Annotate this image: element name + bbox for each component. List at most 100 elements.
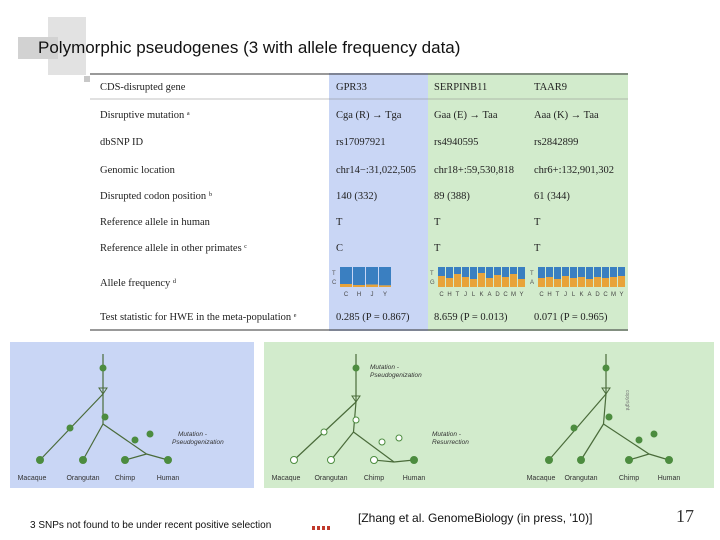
population-label: T	[456, 292, 460, 298]
population-label: A	[487, 292, 491, 298]
tree-node	[602, 364, 610, 372]
freq-bar-minor	[462, 277, 469, 287]
row-label-allele-freq: Allele frequency ᵈ	[100, 278, 177, 289]
tree-leaf-node	[290, 456, 298, 464]
cell-dbsnp-3: rs2842899	[534, 137, 579, 148]
population-label: L	[572, 292, 576, 298]
freq-bar-major	[353, 267, 365, 285]
allele-label: T	[430, 271, 434, 277]
freq-bar-major	[586, 267, 593, 279]
freq-bar-minor	[518, 279, 525, 287]
tree-node	[650, 430, 658, 438]
freq-bar-major	[562, 267, 569, 276]
cell-ref-primates-1: C	[336, 243, 344, 254]
population-label: C	[344, 292, 349, 298]
row-label-ref-primates: Reference allele in other primates ᶜ	[100, 243, 247, 254]
freq-bar-major	[518, 267, 525, 279]
tree-node	[146, 430, 154, 438]
tree-annotation: Pseudogenization	[172, 439, 224, 446]
tree-branch	[602, 393, 607, 425]
tree-node	[66, 424, 74, 432]
population-label: D	[595, 292, 600, 298]
freq-bar-major	[570, 267, 577, 278]
population-label: J	[564, 292, 567, 298]
freq-bar-minor	[546, 277, 553, 287]
freq-bar-major	[438, 267, 445, 276]
table-background	[90, 73, 628, 331]
page-number: 17	[676, 506, 694, 526]
footer-note: 3 SNPs not found to be under recent posi…	[30, 520, 272, 531]
population-label: Y	[519, 292, 523, 298]
freq-bar-major	[340, 267, 352, 284]
tree-leaf-node	[665, 456, 673, 464]
population-label: L	[472, 292, 476, 298]
cell-codon-3: 61 (344)	[534, 191, 570, 202]
freq-bar-minor	[486, 278, 493, 287]
freq-bar-major	[594, 267, 601, 277]
tree-node	[320, 428, 328, 436]
tree-branch	[603, 423, 650, 455]
freq-bar-major	[379, 267, 391, 286]
tree-branch	[102, 423, 147, 455]
decor-block-3	[84, 76, 90, 82]
population-label: Y	[383, 292, 387, 298]
tree-split-marker	[601, 387, 611, 395]
cell-dbsnp-2: rs4940595	[434, 137, 479, 148]
cell-codon-2: 89 (388)	[434, 191, 470, 202]
tree-split-marker	[98, 387, 108, 395]
tree-annotation: Mutation -	[432, 431, 462, 438]
tree-leaf-node	[577, 456, 585, 464]
freq-bar-minor	[554, 279, 561, 287]
cell-ref-primates-2: T	[434, 243, 441, 254]
species-label: Orangutan	[564, 475, 597, 482]
allele-label: A	[530, 280, 534, 286]
freq-bar-major	[454, 267, 461, 274]
freq-bar-major	[546, 267, 553, 277]
cell-ref-human-1: T	[336, 217, 343, 228]
species-label: Human	[157, 475, 180, 482]
species-label: Macaque	[272, 475, 301, 482]
tree-leaf-node	[36, 456, 44, 464]
freq-bar-major	[510, 267, 517, 274]
population-label: J	[371, 292, 374, 298]
population-label: J	[464, 292, 467, 298]
slide-title: Polymorphic pseudogenes (3 with allele f…	[38, 38, 461, 57]
freq-bar-minor	[454, 274, 461, 287]
freq-bar-minor	[610, 277, 617, 287]
tree-annotation: Mutation -	[370, 364, 400, 371]
allele-label: C	[332, 280, 337, 286]
cell-codon-1: 140 (332)	[336, 191, 378, 202]
population-label: K	[579, 292, 583, 298]
species-label: Orangutan	[314, 475, 347, 482]
tree-node	[101, 413, 109, 421]
population-label: C	[503, 292, 508, 298]
cell-location-2: chr18+:59,530,818	[434, 165, 514, 176]
tree-annotation: Mutation -	[178, 431, 208, 438]
freq-bar-minor	[379, 285, 391, 287]
copyright-note: copyright	[624, 390, 630, 411]
row-label-hwe: Test statistic for HWE in the meta-popul…	[100, 312, 297, 323]
population-label: C	[439, 292, 444, 298]
row-label-mutation: Disruptive mutation ᵃ	[100, 110, 190, 121]
freq-bar-major	[366, 267, 378, 285]
tree-background	[489, 342, 714, 488]
freq-bar-minor	[502, 277, 509, 287]
freq-bar-major	[494, 267, 501, 275]
freq-bar-major	[602, 267, 609, 278]
freq-bar-minor	[510, 274, 517, 287]
tree-split-marker	[351, 395, 361, 403]
population-label: M	[611, 292, 616, 298]
cell-hwe-1: 0.285 (P = 0.867)	[336, 312, 410, 323]
tree-node	[131, 436, 139, 444]
population-label: M	[511, 292, 516, 298]
freq-bar-minor	[586, 279, 593, 287]
species-label: Human	[403, 475, 426, 482]
cell-mutation-1: Cga (R) → Tga	[336, 110, 402, 121]
freq-bar-minor	[538, 278, 545, 287]
cell-hwe-2: 8.659 (P = 0.013)	[434, 312, 508, 323]
species-label: Human	[658, 475, 681, 482]
tree-node	[635, 436, 643, 444]
